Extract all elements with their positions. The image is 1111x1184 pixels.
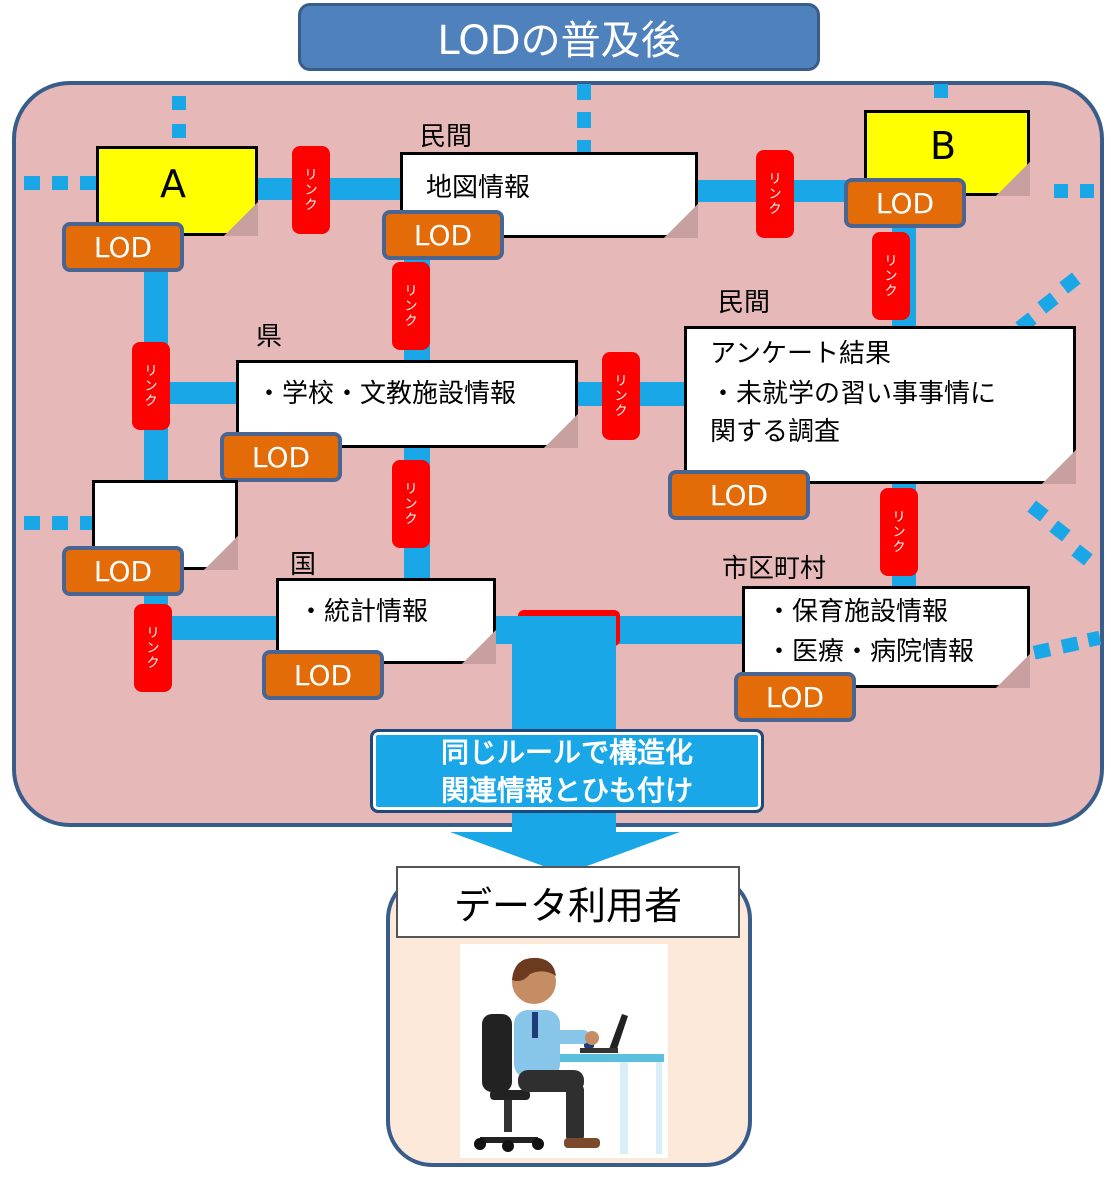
link-badge: リンク bbox=[392, 262, 430, 350]
lod-badge: LOD bbox=[382, 210, 504, 260]
link-badge: リンク bbox=[392, 460, 430, 548]
dash bbox=[1086, 630, 1102, 648]
dash bbox=[577, 140, 591, 154]
user-at-desk-illustration bbox=[460, 944, 668, 1158]
survey-line-3: 関する調査 bbox=[710, 417, 841, 447]
node-a-document bbox=[96, 146, 258, 236]
pref-info-text: ・学校・文教施設情報 bbox=[256, 379, 517, 409]
link-badge: リンク bbox=[134, 604, 172, 692]
node-b-label: B bbox=[930, 124, 957, 168]
map-owner-label: 民間 bbox=[420, 122, 473, 152]
city-owner-label: 市区町村 bbox=[722, 554, 827, 584]
banner-line-1: 同じルールで構造化 bbox=[440, 736, 693, 769]
link-badge: リンク bbox=[756, 150, 794, 238]
lod-badge: LOD bbox=[668, 470, 810, 520]
link-badge: リンク bbox=[602, 352, 640, 440]
link-badge: リンク bbox=[132, 342, 170, 430]
nation-info-text: ・統計情報 bbox=[298, 597, 429, 627]
lod-badge: LOD bbox=[844, 178, 966, 228]
map-info-text: 地図情報 bbox=[426, 173, 531, 203]
city-line-1: ・保育施設情報 bbox=[766, 597, 949, 627]
link-badge: リンク bbox=[292, 146, 330, 234]
lod-badge: LOD bbox=[734, 672, 856, 722]
lod-badge: LOD bbox=[262, 650, 384, 700]
dash bbox=[577, 112, 591, 128]
banner-line-2: 関連情報とひも付け bbox=[440, 774, 693, 807]
survey-line-2: ・未就学の習い事事情に bbox=[710, 379, 997, 409]
dash bbox=[24, 176, 40, 190]
data-user-label: データ利用者 bbox=[396, 866, 740, 938]
dash bbox=[52, 176, 68, 190]
pref-owner-label: 県 bbox=[256, 322, 283, 352]
connector bbox=[168, 616, 278, 640]
survey-document bbox=[684, 326, 1076, 484]
dash bbox=[934, 84, 948, 98]
survey-line-1: アンケート結果 bbox=[710, 339, 891, 369]
dash bbox=[172, 124, 186, 138]
dash bbox=[1054, 184, 1068, 198]
person-at-computer-icon bbox=[474, 957, 664, 1154]
connector bbox=[240, 178, 424, 200]
dash bbox=[80, 176, 96, 190]
link-badge: リンク bbox=[880, 488, 918, 576]
dash bbox=[172, 96, 186, 110]
dash bbox=[24, 516, 40, 530]
connector bbox=[168, 382, 244, 404]
city-line-2: ・医療・病院情報 bbox=[766, 637, 975, 667]
lod-badge: LOD bbox=[62, 546, 184, 596]
dash bbox=[1080, 184, 1094, 198]
lod-badge: LOD bbox=[220, 432, 342, 482]
survey-owner-label: 民間 bbox=[718, 288, 771, 318]
link-badge: リンク bbox=[872, 232, 910, 320]
lod-badge: LOD bbox=[62, 222, 184, 272]
dash bbox=[52, 516, 68, 530]
diagram-title: LODの普及後 bbox=[298, 3, 820, 71]
structure-banner: 同じルールで構造化 関連情報とひも付け bbox=[370, 729, 764, 813]
city-document bbox=[742, 586, 1030, 688]
nation-owner-label: 国 bbox=[290, 550, 317, 580]
node-a-label: A bbox=[160, 162, 186, 206]
dash bbox=[577, 84, 591, 100]
nation-document bbox=[276, 578, 496, 664]
